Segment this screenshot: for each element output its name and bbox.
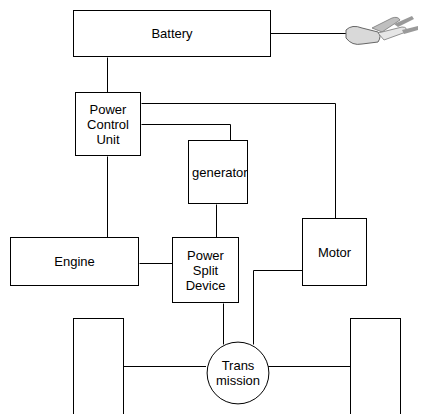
connector (254, 271, 303, 345)
connector (142, 104, 336, 219)
transmission-circle: Trans mission (205, 343, 271, 403)
connector (223, 304, 224, 345)
connector (216, 205, 217, 238)
connector (107, 157, 108, 238)
charge-cable (270, 33, 348, 34)
node-label: generator (192, 165, 244, 180)
connector (142, 125, 231, 141)
node-label: Motor (318, 245, 351, 260)
node-label: Power Split Device (176, 248, 235, 293)
connector (140, 263, 173, 264)
wheel (74, 319, 401, 414)
node-label: Engine (54, 254, 94, 269)
plug-icon (346, 16, 418, 44)
node-label: Battery (151, 26, 192, 41)
battery-box: Battery (73, 10, 271, 57)
split-device-box: Power Split Device (172, 237, 239, 303)
engine-box: Engine (10, 237, 139, 286)
node-label: Trans mission (212, 358, 264, 388)
connector (107, 58, 108, 93)
generator-box: generator (188, 140, 248, 204)
control-box: Power Control Unit (75, 92, 141, 156)
node-label: Power Control Unit (79, 102, 137, 147)
motor-box: Motor (302, 218, 367, 286)
